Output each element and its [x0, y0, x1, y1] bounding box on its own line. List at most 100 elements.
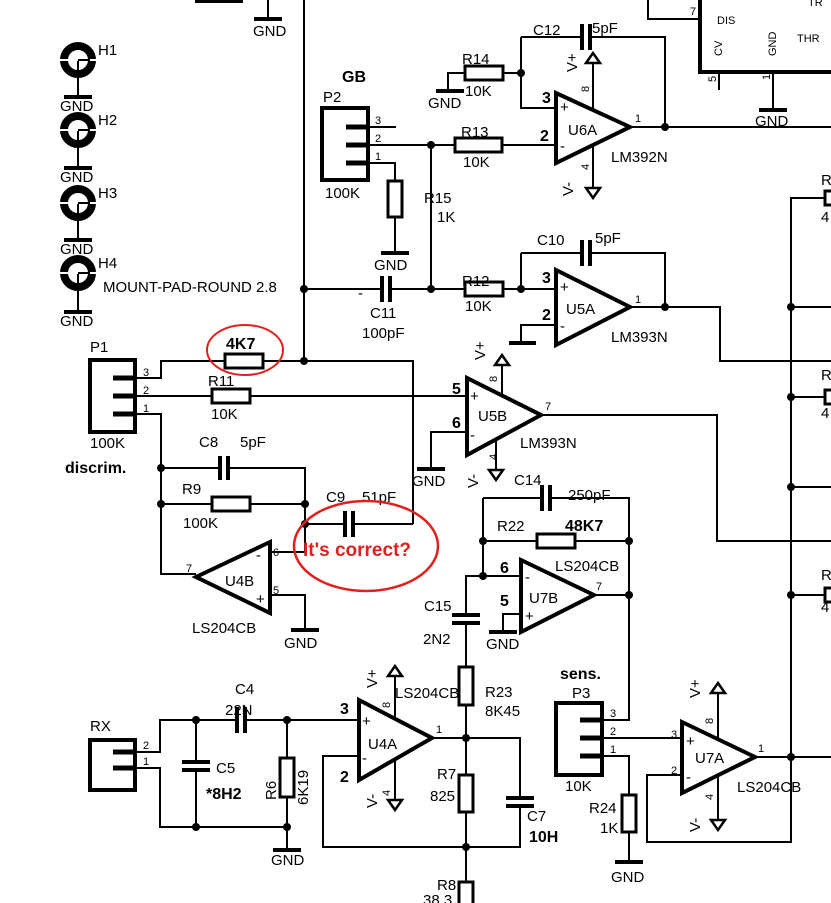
label-labels-pin_numbers-1: 1 [635, 113, 641, 125]
label-labels-pin_numbers-7: 7 [545, 401, 551, 413]
label-labels-vplus: V+ [472, 341, 489, 360]
label-opamps-u7b-ref: U7B [529, 590, 558, 607]
label-labels-pin_numbers-8: 8 [580, 86, 592, 92]
label-opamps-u7a-ref: U7A [695, 750, 724, 767]
label-connectors-rx-ref: RX [90, 718, 111, 735]
label-labels-pin_numbers-1: 1 [761, 74, 773, 80]
label-connectors-p1-value: 100K [90, 435, 125, 452]
label-resistors-r7-value: 825 [430, 788, 455, 805]
resistor [453, 136, 504, 154]
label-resistors-r8-ref: R8 [437, 877, 456, 894]
label-resistors-r14-ref: R14 [462, 51, 490, 68]
label-labels-pin_numbers-1: 1 [436, 724, 442, 736]
label-labels-pin_numbers-6: 6 [273, 547, 279, 559]
label-opamps-u6a-ref: U6A [568, 122, 597, 139]
label-resistors-r_partial-value: 4 [821, 599, 829, 616]
junction-dot [625, 591, 633, 599]
label-labels-pin_numbers-2: 2 [671, 765, 677, 777]
label-mount_pads-h4: H4 [98, 255, 117, 272]
label-opamps-u6a-part: LM392N [611, 149, 668, 166]
label-labels-gnd: GND [611, 869, 645, 886]
label-resistors-r6-value: 6K19 [295, 770, 312, 805]
wire [447, 72, 465, 91]
label-labels-vminus: V- [687, 818, 704, 832]
label-labels-gnd: GND [253, 23, 287, 40]
label-opamps-u4a-ref: U4A [368, 736, 397, 753]
label-labels-plus: + [362, 713, 371, 730]
label-connectors-p2-ref: P2 [323, 89, 341, 106]
resistor [210, 495, 252, 513]
label-labels-pin_numbers-3: 3 [375, 115, 381, 127]
wire [630, 306, 831, 362]
resistor [278, 756, 296, 799]
label-labels-pin_numbers-4: 4 [381, 790, 393, 796]
label-labels-plus: + [256, 591, 265, 608]
label-labels-pin_numbers-1: 1 [375, 151, 381, 163]
label-labels-pin_numbers-2: 2 [340, 769, 349, 786]
label-resistors-r22-value: 48K7 [565, 518, 603, 535]
label-resistors-r24-value: 1K [600, 820, 618, 837]
label-opamps-u5b-ref: U5B [478, 408, 507, 425]
label-resistors-r_unlabeled-value: 4K7 [226, 336, 255, 353]
label-labels-pin_numbers-8: 8 [488, 376, 500, 382]
label-resistors-r7-ref: R7 [437, 766, 456, 783]
wire [368, 162, 396, 181]
annotation-question: It's correct? [303, 540, 411, 561]
label-labels-gnd: GND [60, 241, 94, 258]
opamp-u5b [465, 374, 546, 459]
label-labels-pin_numbers-2: 2 [375, 133, 381, 145]
label-labels-vminus: V- [364, 794, 381, 808]
junction-dot [192, 823, 200, 831]
label-labels-pin_numbers-1: 1 [143, 756, 149, 768]
wire [646, 197, 831, 843]
label-resistors-r24-ref: R24 [589, 800, 617, 817]
label-labels-gnd: GND [412, 473, 446, 490]
label-labels-pin_numbers-3: 3 [143, 367, 149, 379]
wire [541, 414, 831, 542]
label-resistors-r12-ref: R12 [462, 273, 490, 290]
label-opamps-u5a-part: LM393N [611, 329, 668, 346]
label-opamps-u4b-ref: U4B [225, 573, 254, 590]
junction-dot [625, 537, 633, 545]
label-resistors-r13-ref: R13 [461, 124, 489, 141]
junction-dot [661, 303, 669, 311]
opamp-u7a [680, 718, 760, 797]
junction-dot [462, 734, 470, 742]
opamp-u7b [519, 556, 599, 636]
junction-dot [479, 572, 487, 580]
label-labels-pin_numbers-8: 8 [704, 718, 716, 724]
junction-dot [300, 357, 308, 365]
opamp-u6a [554, 89, 635, 167]
wire [647, 0, 700, 20]
label-labels-plus: + [470, 388, 479, 405]
junction-dot [462, 843, 470, 851]
wire [550, 497, 630, 721]
label-resistors-r_partial-ref: R [821, 172, 831, 189]
label-labels-gnd: GND [60, 98, 94, 115]
annotation-circle [206, 324, 284, 376]
resistor [620, 793, 638, 834]
wire [520, 37, 556, 109]
label-labels-pin_numbers-1: 1 [143, 403, 149, 415]
label-resistors-r_partial-ref: R [821, 567, 831, 584]
label-capacitors-c12-ref: C12 [533, 22, 561, 39]
junction-dot [787, 393, 795, 401]
resistor [386, 179, 404, 219]
junction-dot [427, 141, 435, 149]
resistor [457, 665, 475, 707]
label-resistors-r22-ref: R22 [497, 518, 525, 535]
vminus-arrow-icon [486, 468, 506, 483]
label-capacitors-c5-value: *8H2 [206, 786, 242, 803]
label-capacitors-c11-value: 100pF [362, 325, 405, 342]
label-resistors-r_partial-value: 4 [821, 405, 829, 422]
label-resistors-r8-value: 38.3 [423, 892, 452, 903]
label-resistors-r9-value: 100K [183, 515, 218, 532]
label-capacitors-c8-value: 5pF [240, 434, 266, 451]
label-capacitors-c4-value: 22N [225, 702, 253, 719]
label-labels-pin_numbers-3: 3 [340, 701, 349, 718]
label-opamps-u5a-ref: U5A [566, 301, 595, 318]
label-capacitors-c10-ref: C10 [537, 232, 565, 249]
label-labels-gnd: GND [284, 635, 318, 652]
wire [263, 360, 414, 524]
